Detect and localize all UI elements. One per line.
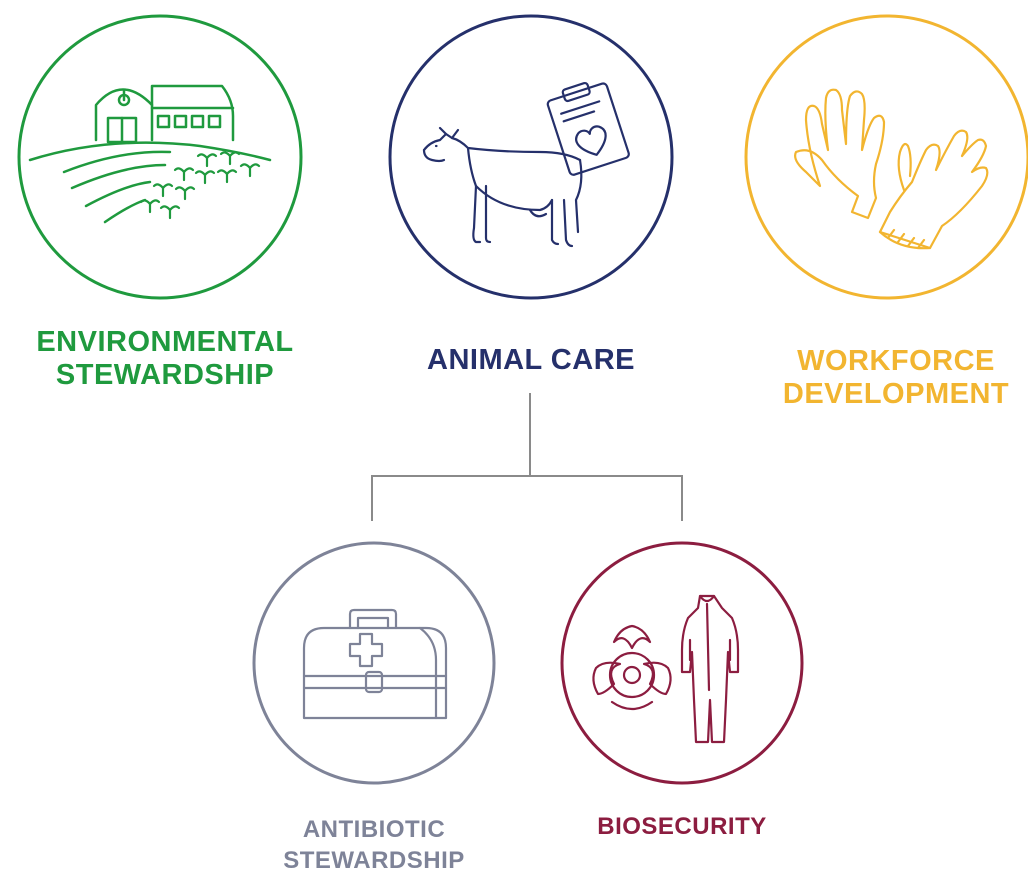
antibiotic-circle bbox=[252, 541, 496, 785]
environmental-label-line-1: ENVIRONMENTAL bbox=[36, 326, 294, 358]
biosecurity-circle bbox=[560, 541, 804, 785]
animal-care-label: ANIMAL CARE bbox=[396, 344, 666, 377]
medical-kit-icon bbox=[302, 608, 448, 720]
workforce-label-line-1: WORKFORCE bbox=[797, 345, 995, 377]
work-gloves-icon bbox=[794, 88, 989, 250]
antibiotic-label-line-2: STEWARDSHIP bbox=[283, 847, 465, 874]
antibiotic-label-line-1: ANTIBIOTIC bbox=[302, 816, 446, 843]
environmental-circle bbox=[17, 14, 303, 300]
farm-barn-icon bbox=[28, 84, 272, 224]
workforce-label: WORKFORCE DEVELOPMENT bbox=[768, 345, 1024, 411]
environmental-node bbox=[17, 14, 303, 300]
workforce-circle bbox=[744, 14, 1028, 300]
cow-clipboard-icon bbox=[422, 81, 630, 248]
biosecurity-label: BIOSECURITY bbox=[572, 811, 792, 842]
animal-care-label-line-1: ANIMAL CARE bbox=[427, 344, 635, 376]
biosecurity-node bbox=[560, 541, 804, 785]
animal-care-node bbox=[388, 14, 674, 300]
animal-care-circle bbox=[388, 14, 674, 300]
antibiotic-label: ANTIBIOTIC STEWARDSHIP bbox=[254, 814, 494, 876]
workforce-label-line-2: DEVELOPMENT bbox=[782, 378, 1010, 410]
environmental-label-line-2: STEWARDSHIP bbox=[55, 359, 275, 391]
hierarchy-connector bbox=[371, 393, 683, 521]
biohazard-coverall-icon bbox=[592, 594, 740, 744]
workforce-node bbox=[744, 14, 1028, 300]
biosecurity-label-line-1: BIOSECURITY bbox=[597, 813, 767, 840]
environmental-label: ENVIRONMENTAL STEWARDSHIP bbox=[0, 326, 330, 392]
antibiotic-node bbox=[252, 541, 496, 785]
